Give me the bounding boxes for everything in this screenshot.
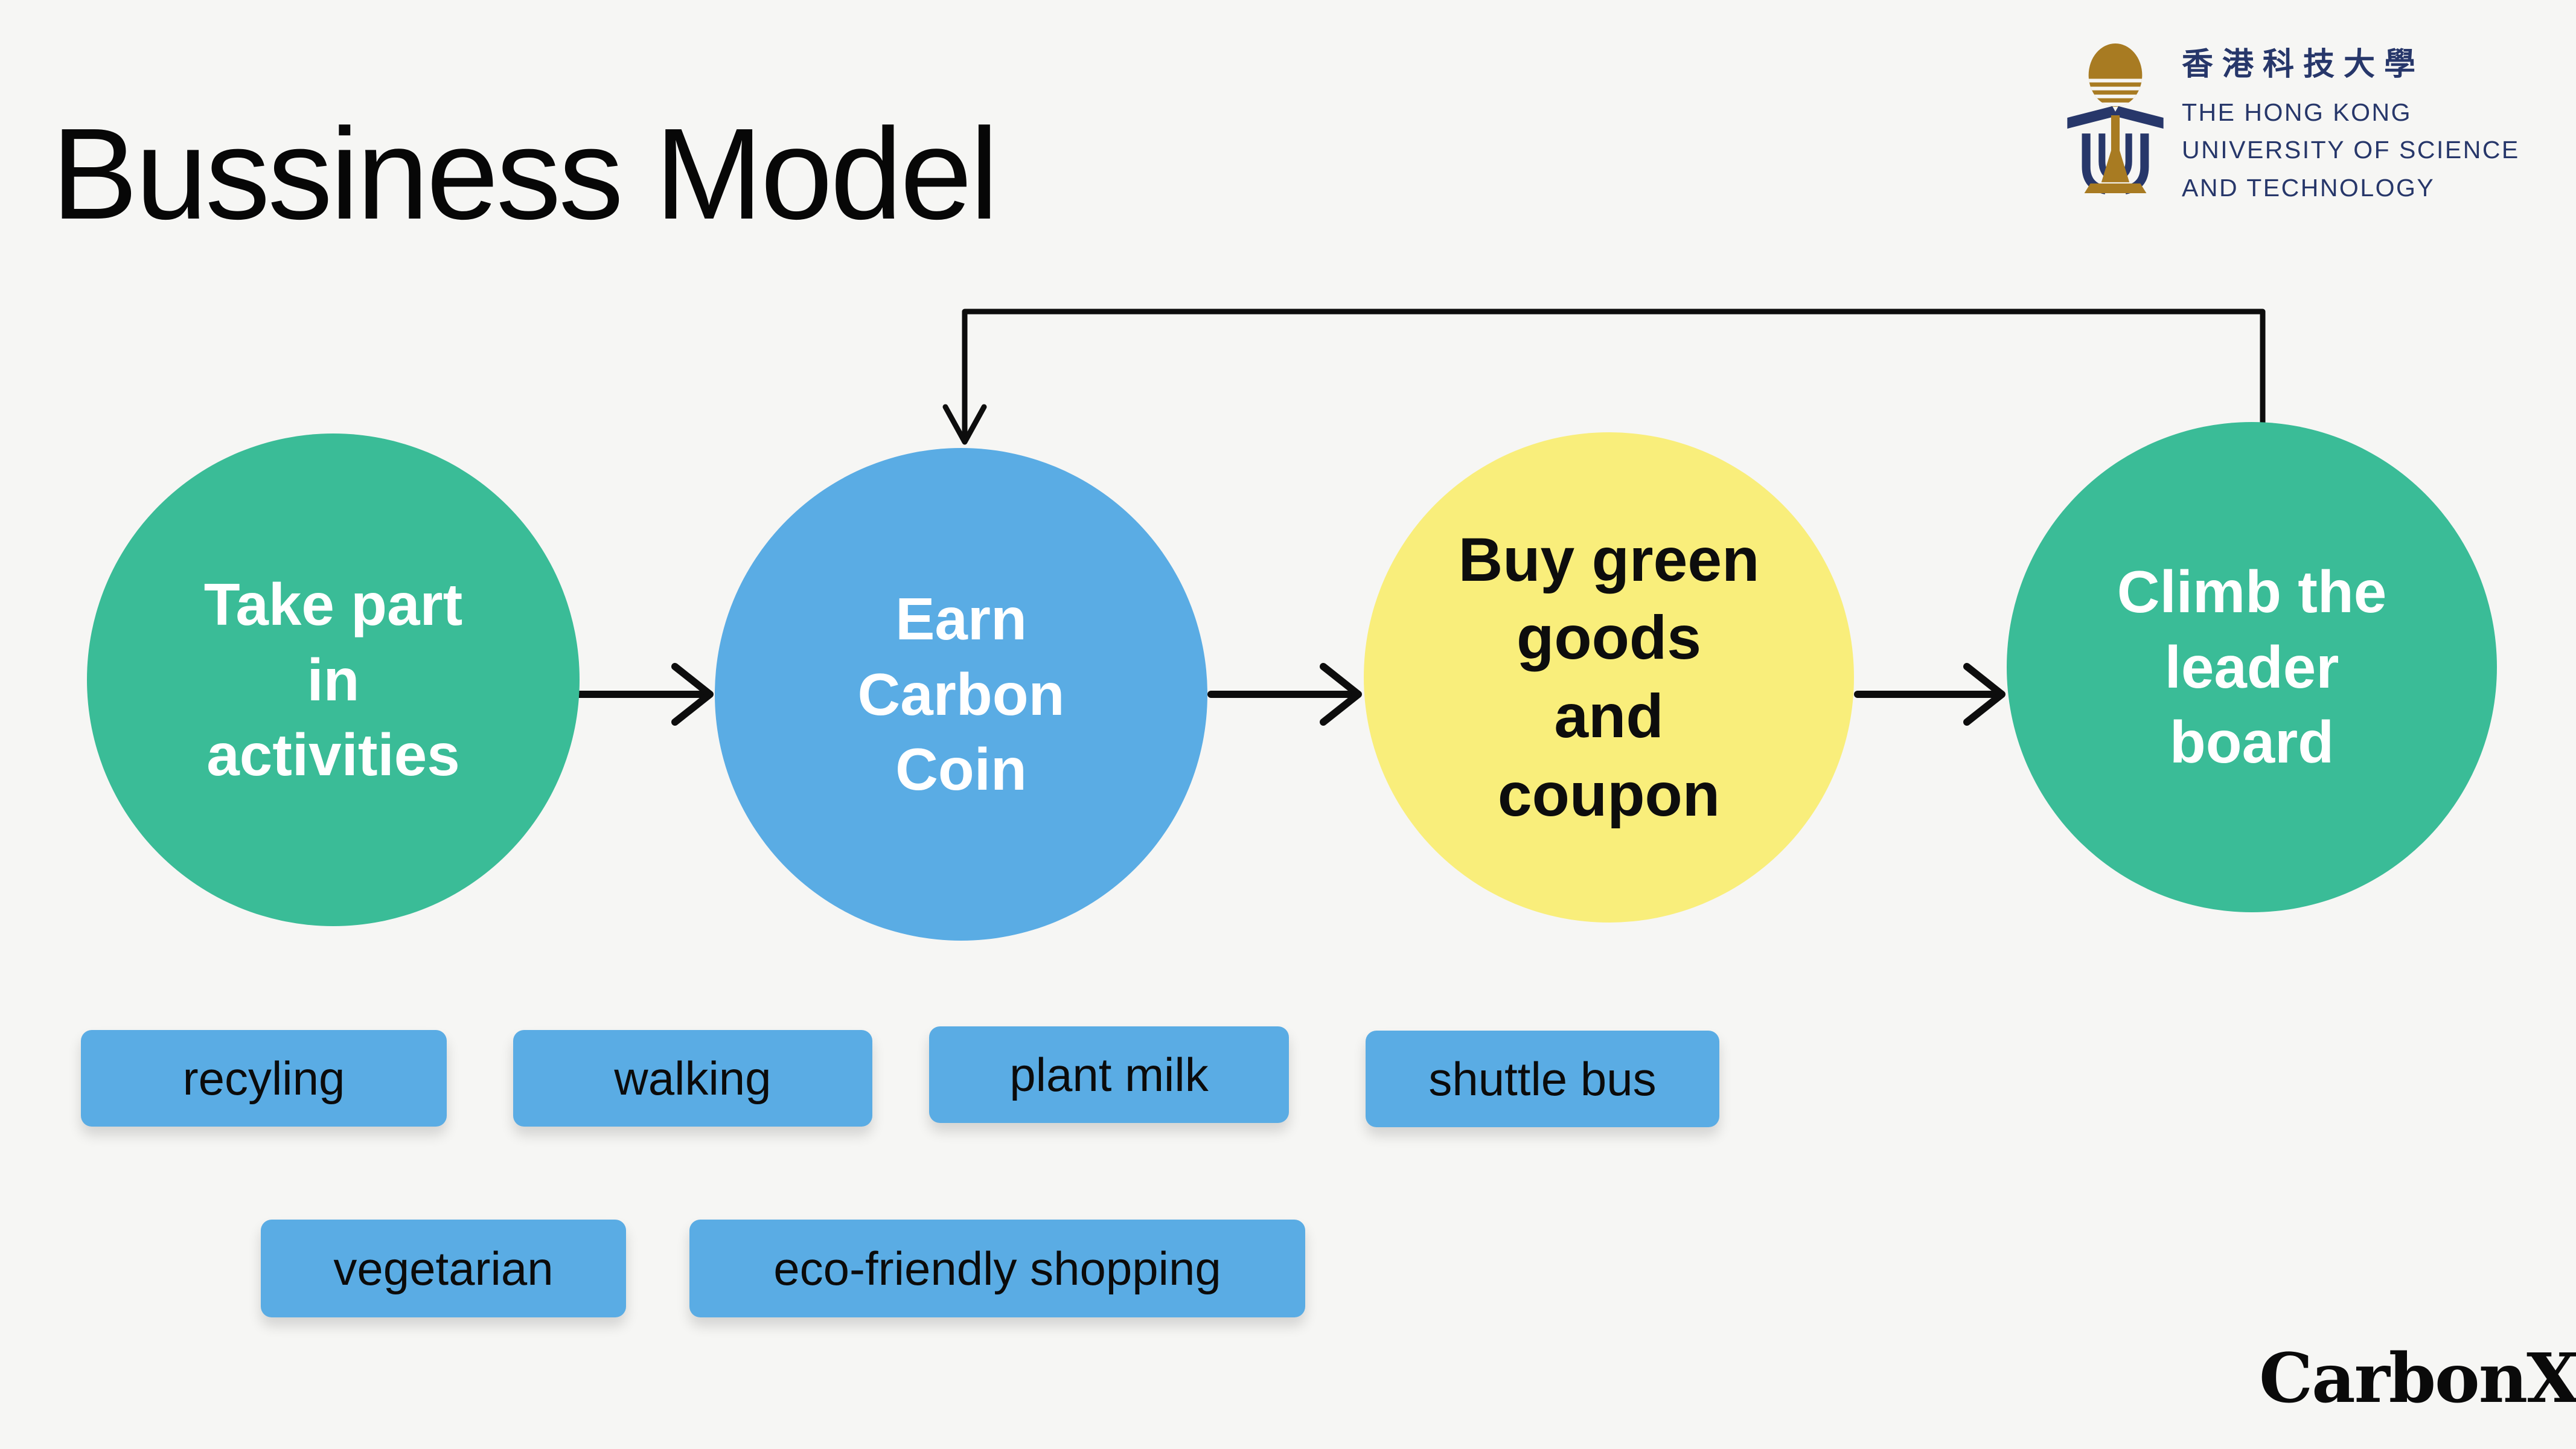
flow-step-label-line: leader [2164,633,2339,700]
arrow-step3-step4 [1854,663,2006,726]
hkust-logo: 香港科技大學 THE HONG KONG UNIVERSITY OF SCIEN… [2063,37,2552,206]
tag-shuttle-bus: shuttle bus [1366,1031,1719,1127]
hkust-name-line-3: AND TECHNOLOGY [2182,173,2435,202]
tag-eco-friendly-shopping: eco-friendly shopping [689,1220,1305,1317]
flow-step-label-line: board [2169,709,2335,776]
tag-vegetarian: vegetarian [261,1220,626,1317]
flow-step-label-line: coupon [1497,760,1721,829]
feedback-loop-arrow [942,309,2266,445]
hkust-chinese-name: 香港科技大學 [2182,47,2425,82]
hkust-name-line-2: UNIVERSITY OF SCIENCE [2182,136,2520,164]
tag-walking: walking [513,1030,872,1127]
flow-step-label-line: Carbon [857,661,1065,728]
flow-step-label-line: Take part [203,571,463,638]
tag-recyling: recyling [81,1030,447,1127]
flow-step-label-line: and [1554,682,1664,750]
hkust-emblem-icon [2067,43,2164,194]
hkust-wordmark: 香港科技大學 THE HONG KONG UNIVERSITY OF SCIEN… [2182,39,2520,206]
flow-step-label-line: Climb the [2117,558,2387,625]
flow-step-climb-leaderboard: Climb the leader board [2007,422,2497,912]
flow-step-label-line: Coin [895,736,1027,803]
flow-step-take-part-in-activities: Take part in activities [87,433,580,926]
flow-step-label-line: in [307,646,360,713]
flow-step-label-line: goods [1517,603,1701,673]
page-title: Bussiness Model [51,101,999,247]
flow-step-label-line: activities [206,721,460,788]
hkust-name-line-1: THE HONG KONG [2182,98,2412,126]
tag-plant-milk: plant milk [929,1026,1289,1123]
flow-step-earn-carbon-coin: Earn Carbon Coin [715,448,1207,941]
arrow-step1-step2 [573,663,714,726]
arrow-step2-step3 [1207,663,1362,726]
carbonx-logo: CarbonX [2259,1339,2576,1418]
flow-step-label-line: Earn [895,586,1027,653]
flow-step-label-line: Buy green [1458,525,1760,594]
flow-step-buy-green-goods: Buy green goods and coupon [1364,432,1854,923]
